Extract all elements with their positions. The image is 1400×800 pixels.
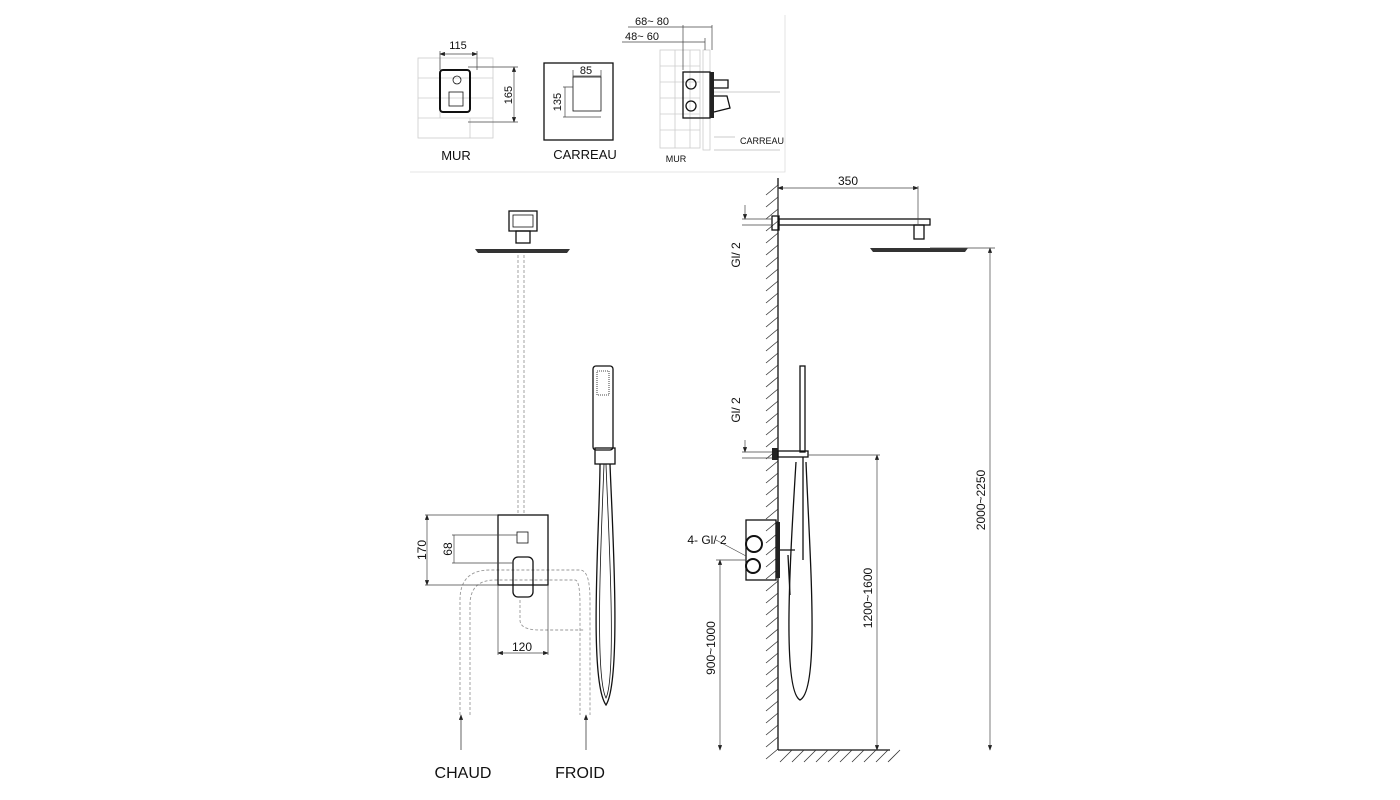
hatch-line — [765, 712, 779, 724]
mur-wall-box-view: 115 165 MUR — [417, 40, 518, 163]
dim-900-1000: 900~1000 — [704, 621, 718, 675]
hatch-line — [765, 592, 779, 604]
dim-48-60: 48~ 60 — [625, 31, 659, 43]
hatch-line — [765, 184, 779, 196]
hatch-line — [765, 640, 779, 652]
hatch-line — [765, 652, 779, 664]
hatch-line — [765, 400, 779, 412]
dim-165: 165 — [503, 86, 515, 104]
hatch-line — [765, 196, 779, 208]
hatch-line — [765, 616, 779, 628]
gl-half-mixer: 4- Gl/ 2 — [687, 533, 727, 547]
hatch-line — [765, 280, 779, 292]
hatch-line — [765, 604, 779, 616]
dim-120: 120 — [512, 640, 532, 654]
hatch-line — [765, 328, 779, 340]
hatch-line — [765, 736, 779, 748]
mixer-plate — [497, 514, 549, 586]
dim-85: 85 — [580, 65, 592, 77]
hatch-line — [765, 388, 779, 400]
front-view: 170 68 120 CHAUD FROID — [415, 210, 616, 782]
hatch-line — [765, 628, 779, 640]
hatch-line — [765, 244, 779, 256]
side-section-view: 68~ 80 48~ 60 CARREAU MUR — [622, 16, 784, 164]
hatch-line — [803, 749, 817, 763]
hatch-line — [765, 724, 779, 736]
hatch-line — [765, 748, 779, 760]
hatch-line — [765, 460, 779, 472]
hatch-line — [765, 376, 779, 388]
hatch-line — [765, 484, 779, 496]
hatch-line — [875, 749, 889, 763]
dim-1200-1600: 1200~1600 — [861, 567, 875, 628]
hatch-line — [765, 316, 779, 328]
side-hose — [788, 461, 813, 701]
hatch-line — [887, 749, 901, 763]
hatch-line — [765, 676, 779, 688]
hatch-line — [851, 749, 865, 763]
hatch-line — [765, 508, 779, 520]
hatch-line — [827, 749, 841, 763]
hatch-line — [765, 292, 779, 304]
side-view: 350 Gl/ 2 Gl/ 2 4- Gl/ 2 2000~2250 1200~… — [687, 174, 995, 763]
side-mur-label: MUR — [666, 154, 687, 164]
gl-half-mid: Gl/ 2 — [729, 397, 743, 423]
hatch-line — [765, 364, 779, 376]
hatch-line — [779, 749, 793, 763]
dim-68: 68 — [441, 542, 455, 556]
hatch-line — [765, 256, 779, 268]
mur-label: MUR — [441, 148, 471, 163]
side-handset — [799, 365, 806, 453]
dim-2000-2250: 2000~2250 — [974, 469, 988, 530]
hatch-line — [765, 424, 779, 436]
hatch-line — [791, 749, 805, 763]
side-rain-head — [870, 248, 968, 252]
hatch-line — [765, 412, 779, 424]
hatch-line — [839, 749, 853, 763]
hatch-line — [765, 580, 779, 592]
chaud-label: CHAUD — [435, 765, 492, 782]
hatch-line — [765, 352, 779, 364]
hatch-line — [765, 496, 779, 508]
dim-350: 350 — [838, 174, 858, 188]
side-carreau-label: CARREAU — [740, 136, 784, 146]
hatch-line — [765, 268, 779, 280]
mixer-handle — [512, 556, 534, 598]
froid-label: FROID — [555, 765, 605, 782]
installation-inset: 115 165 MUR 85 135 CARREAU — [410, 15, 786, 173]
carreau-plate-view: 85 135 CARREAU — [543, 62, 617, 162]
hatch-line — [765, 340, 779, 352]
hatch-line — [765, 304, 779, 316]
dim-170: 170 — [415, 540, 429, 560]
hatch-line — [765, 664, 779, 676]
hatch-line — [815, 749, 829, 763]
carreau-label: CARREAU — [553, 147, 617, 162]
hatch-line — [863, 749, 877, 763]
hatch-line — [765, 436, 779, 448]
hatch-line — [765, 208, 779, 220]
rain-shower-head — [475, 249, 570, 253]
dim-135: 135 — [552, 93, 564, 111]
hatch-line — [765, 472, 779, 484]
wall-hatch — [765, 184, 779, 760]
dim-115: 115 — [449, 40, 467, 52]
gl-half-top: Gl/ 2 — [729, 242, 743, 268]
hand-shower — [592, 365, 616, 707]
floor-hatch — [779, 749, 901, 763]
dim-68-80: 68~ 80 — [635, 16, 669, 28]
shower-arm — [778, 218, 931, 226]
hatch-line — [765, 688, 779, 700]
hatch-line — [765, 700, 779, 712]
hatch-line — [765, 232, 779, 244]
